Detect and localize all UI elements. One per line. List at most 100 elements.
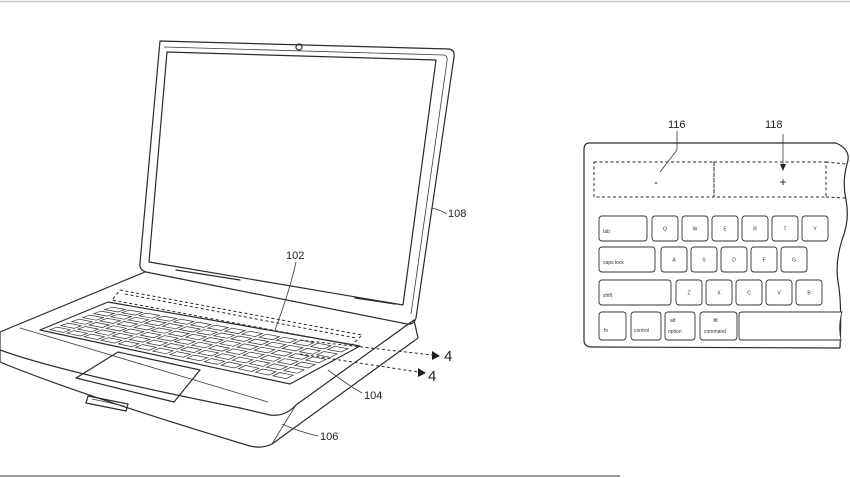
- laptop-key: [145, 339, 169, 346]
- laptop-key: [115, 321, 139, 328]
- arrow-118-icon: [780, 164, 786, 171]
- key-fn-label: fn: [604, 328, 608, 334]
- laptop-key: [240, 330, 264, 337]
- laptop-key: [134, 344, 158, 351]
- laptop-key: [179, 346, 203, 353]
- laptop-key: [93, 329, 117, 336]
- laptop-key: [265, 363, 289, 371]
- laptop-key: [214, 353, 237, 360]
- laptop-key: [292, 339, 315, 347]
- key-f: [750, 246, 778, 273]
- laptop-key: [144, 320, 167, 326]
- laptop-key: [111, 332, 134, 340]
- key-y-label: Y: [813, 227, 817, 233]
- laptop-key: [178, 326, 202, 333]
- key-e: [711, 215, 739, 242]
- laptop-key: [122, 328, 145, 335]
- plus-symbol: +: [779, 175, 786, 189]
- key-t-label: T: [783, 227, 786, 233]
- laptop-key: [103, 306, 127, 313]
- keyboard-outline: [583, 142, 849, 349]
- base-front: [0, 319, 419, 448]
- laptop-keys: [48, 306, 350, 379]
- leader-102: [274, 261, 297, 331]
- leader-106: [281, 423, 319, 437]
- laptop-key: [104, 325, 128, 332]
- laptop-key: [258, 333, 281, 341]
- arrow-b-icon: [418, 368, 426, 377]
- laptop-key: [229, 335, 253, 342]
- laptop-key: [206, 324, 230, 331]
- laptop-key: [237, 365, 260, 372]
- key-b: [795, 279, 823, 306]
- laptop-key: [298, 348, 322, 355]
- laptop-key: [190, 341, 214, 349]
- key-control: [630, 311, 662, 341]
- laptop-key: [126, 316, 150, 323]
- laptop-key: [203, 358, 226, 365]
- laptop-key: [275, 336, 298, 344]
- laptop-key: [150, 327, 174, 334]
- ref-108: 108: [448, 208, 466, 220]
- laptop-key: [195, 329, 219, 336]
- key-d-label: D: [732, 258, 736, 264]
- leader-104: [327, 369, 363, 394]
- leader-108: [431, 207, 448, 215]
- camera-icon: [295, 43, 303, 51]
- key-option: [664, 311, 696, 341]
- key-s: [690, 246, 718, 273]
- touch-strip-inner: [124, 293, 357, 339]
- laptop-key: [70, 318, 94, 325]
- laptop-key: [218, 340, 242, 347]
- key-c: [735, 279, 763, 306]
- laptop-key: [167, 330, 191, 337]
- arrow-a-icon: [432, 351, 440, 360]
- key-g: [780, 246, 808, 273]
- laptop-key: [173, 338, 197, 345]
- key-g-label: G: [792, 258, 796, 264]
- zone-continuation: [825, 161, 847, 199]
- laptop-key: [223, 327, 247, 334]
- laptop-screen: [148, 51, 437, 306]
- laptop-key: [168, 351, 192, 358]
- laptop-key: [87, 322, 111, 328]
- command-icon: ⌘: [713, 318, 718, 324]
- laptop-key: [293, 361, 317, 369]
- lid-inner-edge: [163, 46, 448, 315]
- notch-detail: [91, 398, 125, 407]
- laptop-key: [100, 337, 123, 344]
- laptop-key: [189, 321, 213, 328]
- key-v-label: V: [777, 291, 781, 297]
- ref-104: 104: [364, 390, 382, 402]
- base-inner-edge: [19, 327, 269, 403]
- laptop-key: [117, 340, 140, 348]
- laptop-base: [0, 271, 415, 416]
- laptop-key: [242, 351, 265, 359]
- section-label-b: 4: [428, 368, 436, 385]
- laptop-keyboard: [39, 301, 361, 385]
- laptop-key: [92, 310, 116, 317]
- key-x-label: X: [717, 291, 721, 297]
- key-fn: [598, 311, 627, 341]
- front-notch: [85, 395, 129, 412]
- key-y: [801, 215, 829, 242]
- laptop-key: [212, 332, 236, 339]
- key-caps-lock: [598, 246, 656, 273]
- trackpad: [75, 351, 201, 403]
- laptop-key: [282, 366, 306, 374]
- plus-zone: [713, 161, 827, 198]
- minus-symbol: -: [654, 175, 658, 189]
- laptop-key: [287, 353, 311, 360]
- laptop-key: [133, 324, 156, 331]
- laptop-key: [271, 372, 295, 379]
- laptop-key: [76, 326, 100, 333]
- key-q: [651, 215, 679, 242]
- laptop-key: [151, 347, 175, 355]
- ref-102: 102: [286, 250, 304, 262]
- laptop-key: [264, 341, 287, 349]
- laptop-key: [220, 361, 243, 369]
